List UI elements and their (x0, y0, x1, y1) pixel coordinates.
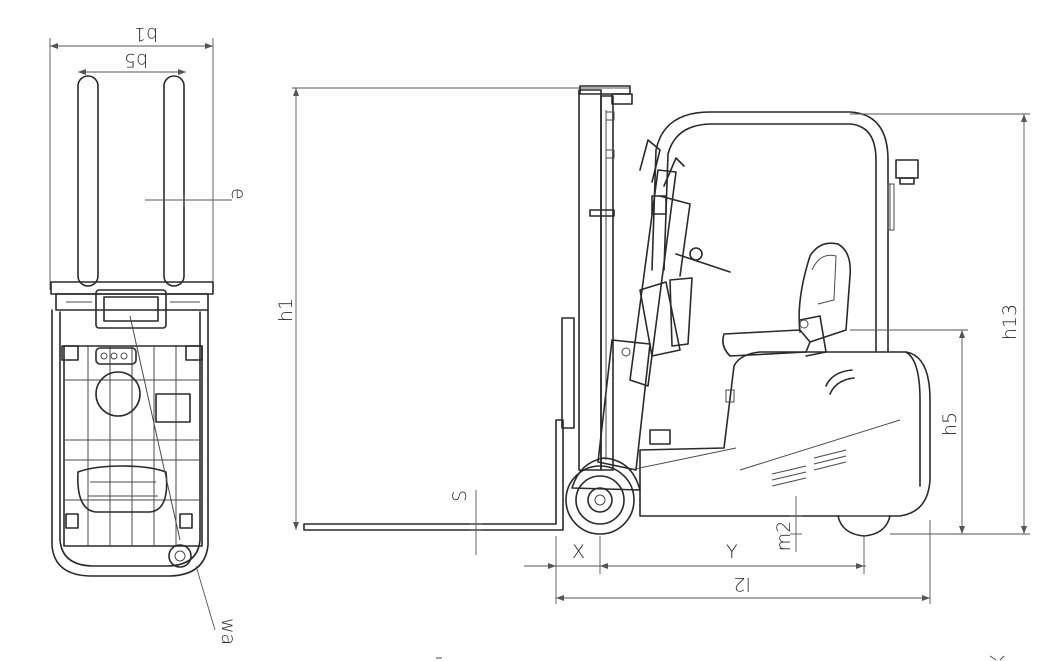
dimension-h13: h13 (850, 113, 1030, 535)
fork-side (303, 419, 564, 531)
dimension-x-y: X Y (524, 536, 866, 604)
overhead-guard-side (651, 111, 889, 353)
seat-top (77, 465, 168, 513)
label-h13: h13 (999, 304, 1021, 340)
label-x: X (572, 541, 585, 563)
vents (771, 449, 847, 487)
dimension-e: e (145, 188, 249, 206)
front-wheel (565, 457, 641, 535)
steering-wheel-side (675, 253, 731, 273)
steering-wheel-top (95, 371, 141, 417)
rear-wheel (837, 515, 891, 537)
dimension-l2: l2 (556, 520, 931, 604)
label-m2: m2 (773, 521, 795, 552)
side-view: h1 S (275, 85, 1030, 661)
right-fork (163, 75, 185, 287)
warning-light (895, 159, 919, 179)
label-h5: h5 (939, 412, 961, 436)
label-b1: b1 (134, 23, 158, 45)
mast (561, 85, 633, 471)
label-e: e (227, 188, 249, 200)
label-h1: h1 (275, 298, 297, 322)
label-y: Y (726, 541, 738, 563)
dimension-h1: h1 (275, 87, 630, 530)
label-wa: wa (217, 618, 239, 645)
top-view: b1 b5 e (49, 23, 249, 645)
dimension-h5: h5 (850, 329, 968, 534)
dimension-m2: m2 (773, 496, 802, 552)
dimension-s: S (449, 490, 482, 555)
rear-wheel-top (168, 544, 192, 568)
dimension-b5: b5 (78, 49, 186, 75)
chassis-outline (51, 309, 209, 577)
label-b5: b5 (124, 49, 148, 71)
label-s: S (449, 490, 471, 502)
label-l2: l2 (733, 573, 750, 595)
seat-side (722, 242, 852, 357)
dimension-b1: b1 (49, 23, 214, 290)
counterweight-body (639, 351, 931, 517)
left-fork (77, 75, 99, 287)
overhead-guard (63, 345, 203, 547)
